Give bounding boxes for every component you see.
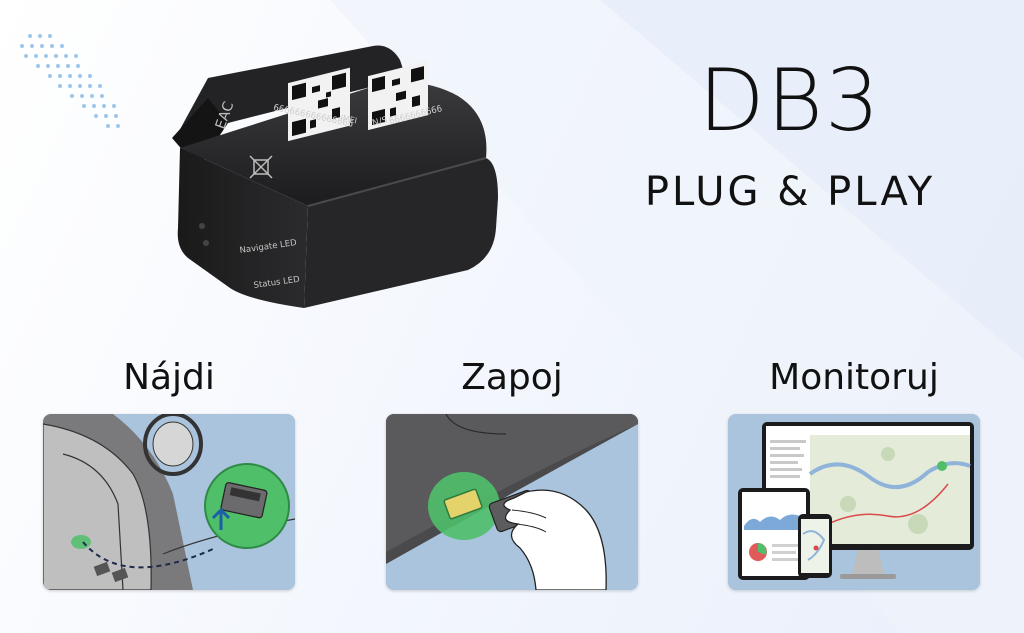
- step-find-image: [43, 414, 295, 590]
- step-find-label: Nájdi: [123, 357, 215, 398]
- db3-obd-device-image: 666666666666666 IMEI N/S 6666666666 EAC …: [172, 45, 498, 308]
- step-monitor-label: Monitoruj: [769, 357, 939, 398]
- dot-pattern-decoration: [20, 34, 120, 128]
- step-plug-label: Zapoj: [461, 357, 563, 398]
- serial-label: N/S: [371, 115, 389, 129]
- step-plug-image: [386, 414, 638, 590]
- product-subtitle: PLUG & PLAY: [644, 169, 936, 215]
- navigate-led-icon: [199, 223, 205, 229]
- product-title: DB3: [698, 51, 882, 151]
- status-led-icon: [203, 240, 209, 246]
- qr-code-icon: [368, 61, 428, 131]
- step-monitor-image: [728, 414, 980, 590]
- qr-code-icon: [288, 67, 350, 142]
- imei-label: IMEI: [340, 113, 358, 125]
- recycle-bin-icon: [249, 155, 273, 179]
